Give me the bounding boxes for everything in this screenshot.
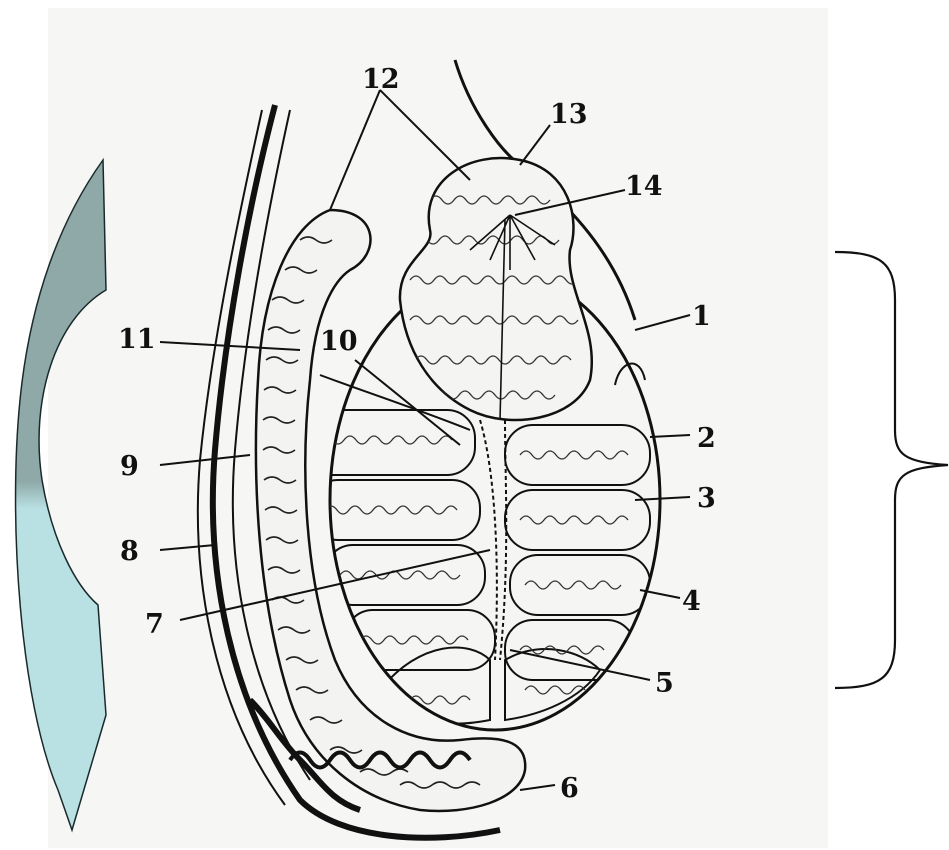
label-4: 4 [682,586,701,617]
label-6: 6 [560,773,579,804]
right-curly-brace-icon [835,252,948,688]
label-1: 1 [692,301,711,332]
label-14: 14 [625,171,663,202]
label-2: 2 [697,423,716,454]
label-12: 12 [362,64,400,95]
label-3: 3 [697,483,716,514]
label-8: 8 [120,536,139,567]
label-11: 11 [118,324,156,355]
label-13: 13 [550,99,588,130]
label-5: 5 [655,668,674,699]
label-9: 9 [120,451,139,482]
label-7: 7 [145,609,164,640]
label-10: 10 [320,326,358,357]
